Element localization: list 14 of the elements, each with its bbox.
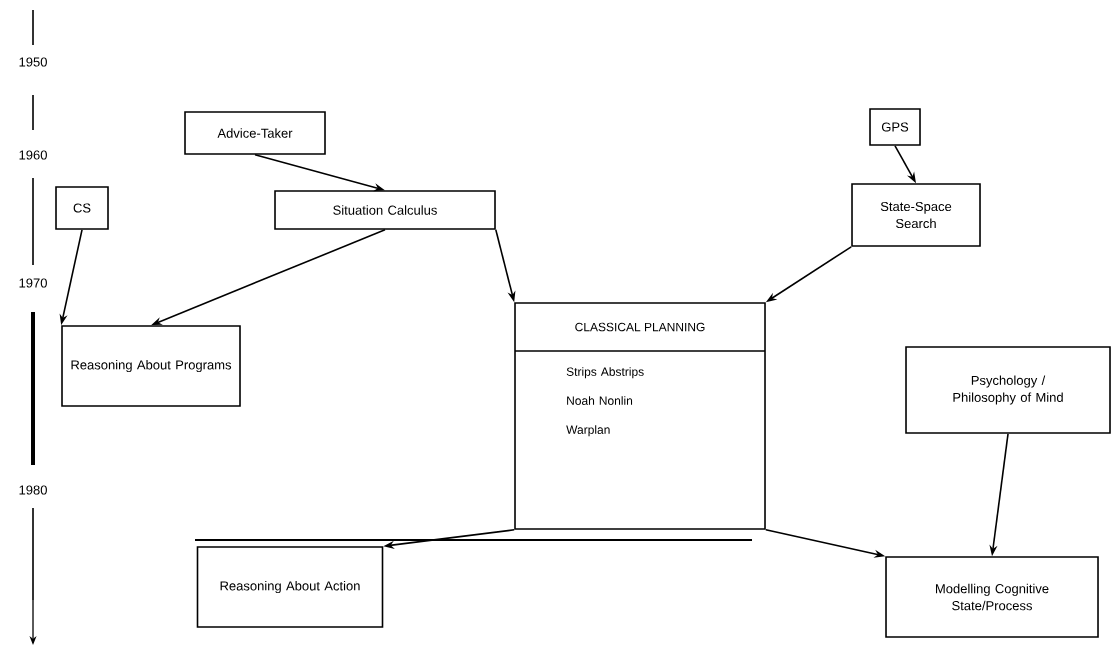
box: State-Space Search xyxy=(851,183,981,247)
box: Reasoning About Programs xyxy=(61,325,241,407)
box: CS xyxy=(55,186,109,230)
year-label: 1980 xyxy=(19,485,47,495)
box: GPS xyxy=(869,108,921,146)
year-label: 1970 xyxy=(19,278,47,288)
box: Situation Calculus xyxy=(274,190,496,230)
year-label: 1960 xyxy=(19,150,47,160)
box: Advice-Taker xyxy=(184,111,326,155)
box: Psychology / Philosophy of Mind xyxy=(905,346,1111,434)
year-label: 1950 xyxy=(19,57,47,67)
planning-box: CLASSICAL PLANNING Strips Abstrips Noah Nonlin Warplan xyxy=(514,302,766,530)
box: Reasoning About Action xyxy=(196,546,384,628)
box: Modelling Cognitive State/Process xyxy=(885,556,1099,638)
